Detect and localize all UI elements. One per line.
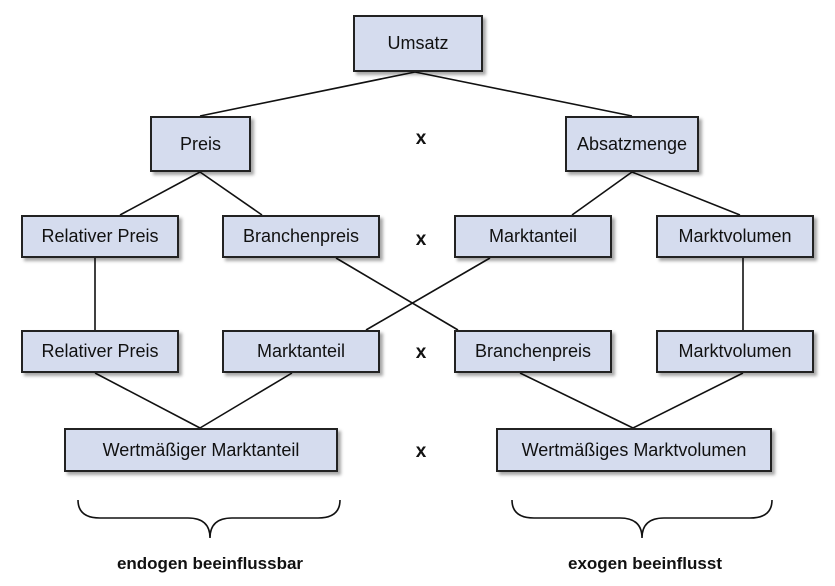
node-preis: Preis: [150, 116, 251, 172]
node-wertmaessiger-marktanteil-label: Wertmäßiger Marktanteil: [102, 439, 300, 460]
connector-branchenpreis-wertmaessiges: [519, 372, 634, 429]
brace-left: [77, 499, 341, 539]
node-umsatz-label: Umsatz: [387, 33, 449, 53]
connector-absatzmenge-marktvolumen: [631, 171, 741, 216]
connector-absatzmenge-marktanteil: [571, 171, 633, 216]
operator-row3: x: [415, 342, 427, 363]
node-branchenpreis-1-label: Branchenpreis: [242, 226, 360, 246]
node-absatzmenge: Absatzmenge: [565, 116, 699, 172]
node-branchenpreis-2: Branchenpreis: [454, 330, 612, 373]
node-relativer-preis-2: Relativer Preis: [21, 330, 179, 373]
connector-umsatz-absatzmenge: [414, 71, 633, 117]
connector-preis-branchenpreis: [199, 171, 263, 216]
node-branchenpreis-2-label: Branchenpreis: [474, 341, 592, 361]
caption-endogen: endogen beeinflussbar: [116, 554, 304, 573]
operator-row1: x: [415, 128, 427, 149]
node-relativer-preis-2-label: Relativer Preis: [41, 341, 159, 361]
node-wertmaessiges-marktvolumen-label: Wertmäßiges Marktvolumen: [521, 439, 747, 460]
node-absatzmenge-label: Absatzmenge: [576, 133, 688, 154]
connector-relativer-preis-wertmaessiger: [94, 372, 201, 429]
node-marktanteil-1: Marktanteil: [454, 215, 612, 258]
connector-branchenpreis-cross: [335, 257, 459, 331]
node-marktvolumen-1-label: Marktvolumen: [678, 226, 792, 246]
caption-exogen: exogen beeinflusst: [568, 554, 722, 573]
connector-marktanteil-wertmaessiger: [199, 372, 293, 429]
node-wertmaessiger-marktanteil: Wertmäßiger Marktanteil: [64, 428, 338, 472]
node-preis-label: Preis: [179, 133, 221, 154]
node-relativer-preis-1: Relativer Preis: [21, 215, 179, 258]
operator-row2: x: [415, 229, 427, 250]
node-relativer-preis-1-label: Relativer Preis: [41, 226, 159, 246]
connector-preis-relativer-preis: [119, 171, 201, 216]
operator-row4: x: [415, 441, 427, 462]
connector-umsatz-preis: [199, 71, 416, 117]
node-marktanteil-2: Marktanteil: [222, 330, 380, 373]
node-marktvolumen-2: Marktvolumen: [656, 330, 814, 373]
node-marktanteil-2-label: Marktanteil: [256, 341, 346, 361]
node-umsatz: Umsatz: [353, 15, 483, 72]
node-wertmaessiges-marktvolumen: Wertmäßiges Marktvolumen: [496, 428, 772, 472]
node-marktvolumen-1: Marktvolumen: [656, 215, 814, 258]
connector-marktvolumen-wertmaessiges: [632, 372, 744, 429]
node-marktvolumen-2-label: Marktvolumen: [678, 341, 792, 361]
node-marktanteil-1-label: Marktanteil: [488, 226, 578, 246]
connector-marktanteil-cross: [365, 257, 491, 331]
node-branchenpreis-1: Branchenpreis: [222, 215, 380, 258]
brace-right: [511, 499, 773, 539]
